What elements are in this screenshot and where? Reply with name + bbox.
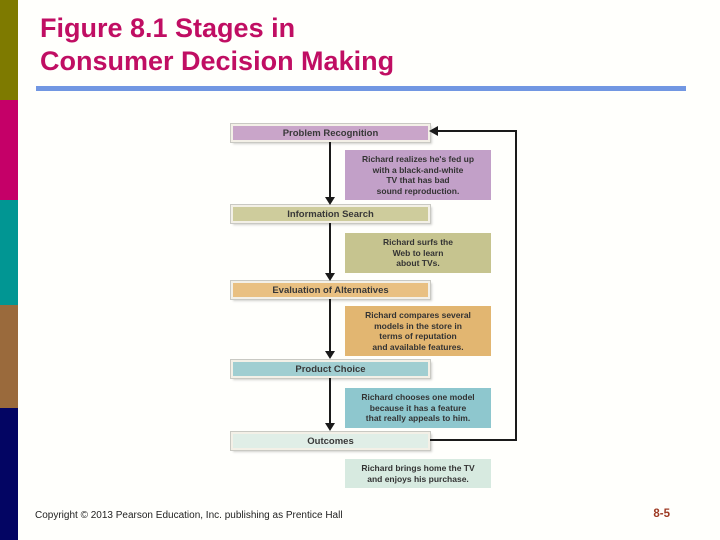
stage-box-evaluation-of-alternatives: Evaluation of Alternatives: [230, 280, 431, 300]
sidebar-segment-teal: [0, 200, 18, 305]
flow-line-4: [329, 378, 331, 424]
title-underline: [36, 86, 686, 91]
note-problem-recognition: Richard realizes he's fed up with a blac…: [345, 150, 491, 200]
flow-arrowhead-1: [325, 197, 335, 205]
feedback-line-bottom: [430, 439, 517, 441]
sidebar-segment-olive: [0, 0, 18, 100]
flow-line-3: [329, 299, 331, 352]
flow-line-2: [329, 223, 331, 274]
title-line-1: Figure 8.1 Stages in: [40, 13, 296, 43]
flow-arrowhead-4: [325, 423, 335, 431]
stage-box-outcomes: Outcomes: [230, 431, 431, 451]
flow-arrowhead-3: [325, 351, 335, 359]
page-number: 8-5: [653, 508, 670, 520]
note-product-choice: Richard chooses one model because it has…: [345, 388, 491, 428]
feedback-arrowhead: [429, 126, 438, 136]
copyright-text: Copyright © 2013 Pearson Education, Inc.…: [35, 510, 343, 521]
sidebar-segment-magenta: [0, 100, 18, 200]
title-line-2: Consumer Decision Making: [40, 46, 395, 76]
feedback-line-right: [515, 130, 517, 441]
decorative-sidebar: [0, 0, 18, 540]
stage-box-information-search: Information Search: [230, 204, 431, 224]
flow-arrowhead-2: [325, 273, 335, 281]
stage-box-problem-recognition: Problem Recognition: [230, 123, 431, 143]
slide-title: Figure 8.1 Stages in Consumer Decision M…: [40, 12, 660, 78]
feedback-line-top: [437, 130, 517, 132]
sidebar-segment-brown: [0, 305, 18, 408]
note-information-search: Richard surfs the Web to learn about TVs…: [345, 233, 491, 273]
note-outcomes: Richard brings home the TV and enjoys hi…: [345, 459, 491, 488]
note-evaluation-of-alternatives: Richard compares several models in the s…: [345, 306, 491, 356]
flow-line-1: [329, 142, 331, 198]
sidebar-segment-navy: [0, 408, 18, 540]
stage-box-product-choice: Product Choice: [230, 359, 431, 379]
